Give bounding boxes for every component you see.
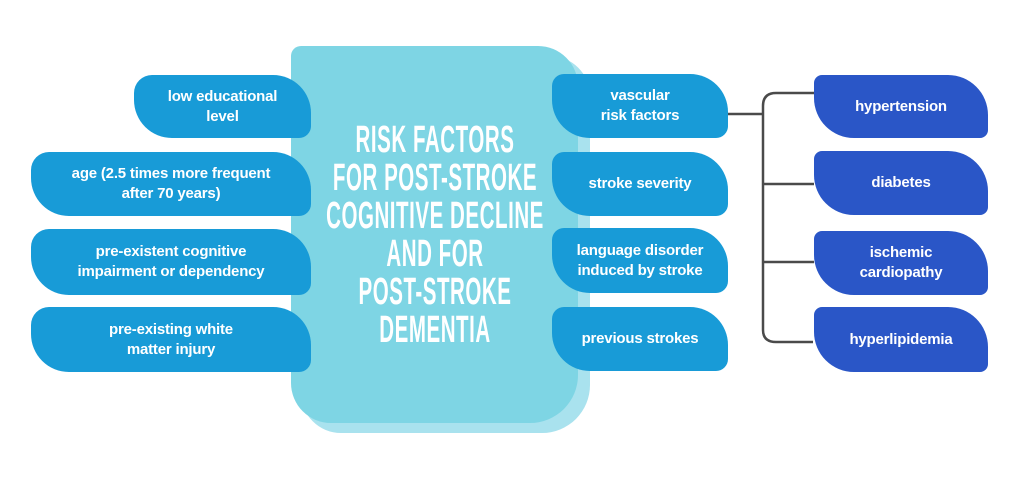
factor-label: pre-existing white matter injury — [109, 320, 233, 358]
factor-label: vascular risk factors — [600, 87, 680, 124]
subfactor-hyperlipidemia: hyperlipidemia — [814, 307, 988, 372]
factor-low-educational-level: low educational level — [134, 75, 311, 138]
subfactor-label: diabetes — [871, 174, 931, 191]
factor-preexistent-cognitive-impairment: pre-existent cognitive impairment or dep… — [31, 229, 311, 295]
factor-label: age (2.5 times more frequent after 70 ye… — [71, 165, 271, 202]
subfactor-diabetes: diabetes — [814, 151, 988, 215]
factor-stroke-severity: stroke severity — [552, 152, 728, 216]
diagram-title: RISK FACTORS FOR POST-STROKE COGNITIVE D… — [325, 118, 544, 351]
factor-label: stroke severity — [588, 175, 692, 192]
factor-vascular-risk-factors: vascular risk factors — [552, 74, 728, 138]
factor-language-disorder: language disorder induced by stroke — [552, 228, 728, 293]
factor-previous-strokes: previous strokes — [552, 307, 728, 371]
connector-bracket — [761, 91, 814, 344]
subfactor-ischemic-cardiopathy: ischemic cardiopathy — [814, 231, 988, 295]
factor-label: language disorder induced by stroke — [576, 241, 704, 279]
subfactor-hypertension: hypertension — [814, 75, 988, 138]
subfactor-label: hypertension — [855, 97, 947, 115]
factor-label: low educational level — [167, 87, 278, 125]
factor-label: previous strokes — [581, 330, 699, 347]
subfactor-label: hyperlipidemia — [849, 330, 953, 348]
factor-label: pre-existent cognitive impairment or dep… — [77, 243, 265, 280]
factor-preexisting-white-matter-injury: pre-existing white matter injury — [31, 307, 311, 372]
subfactor-label: ischemic cardiopathy — [859, 244, 943, 281]
factor-age: age (2.5 times more frequent after 70 ye… — [31, 152, 311, 216]
center-panel: RISK FACTORS FOR POST-STROKE COGNITIVE D… — [291, 46, 578, 423]
